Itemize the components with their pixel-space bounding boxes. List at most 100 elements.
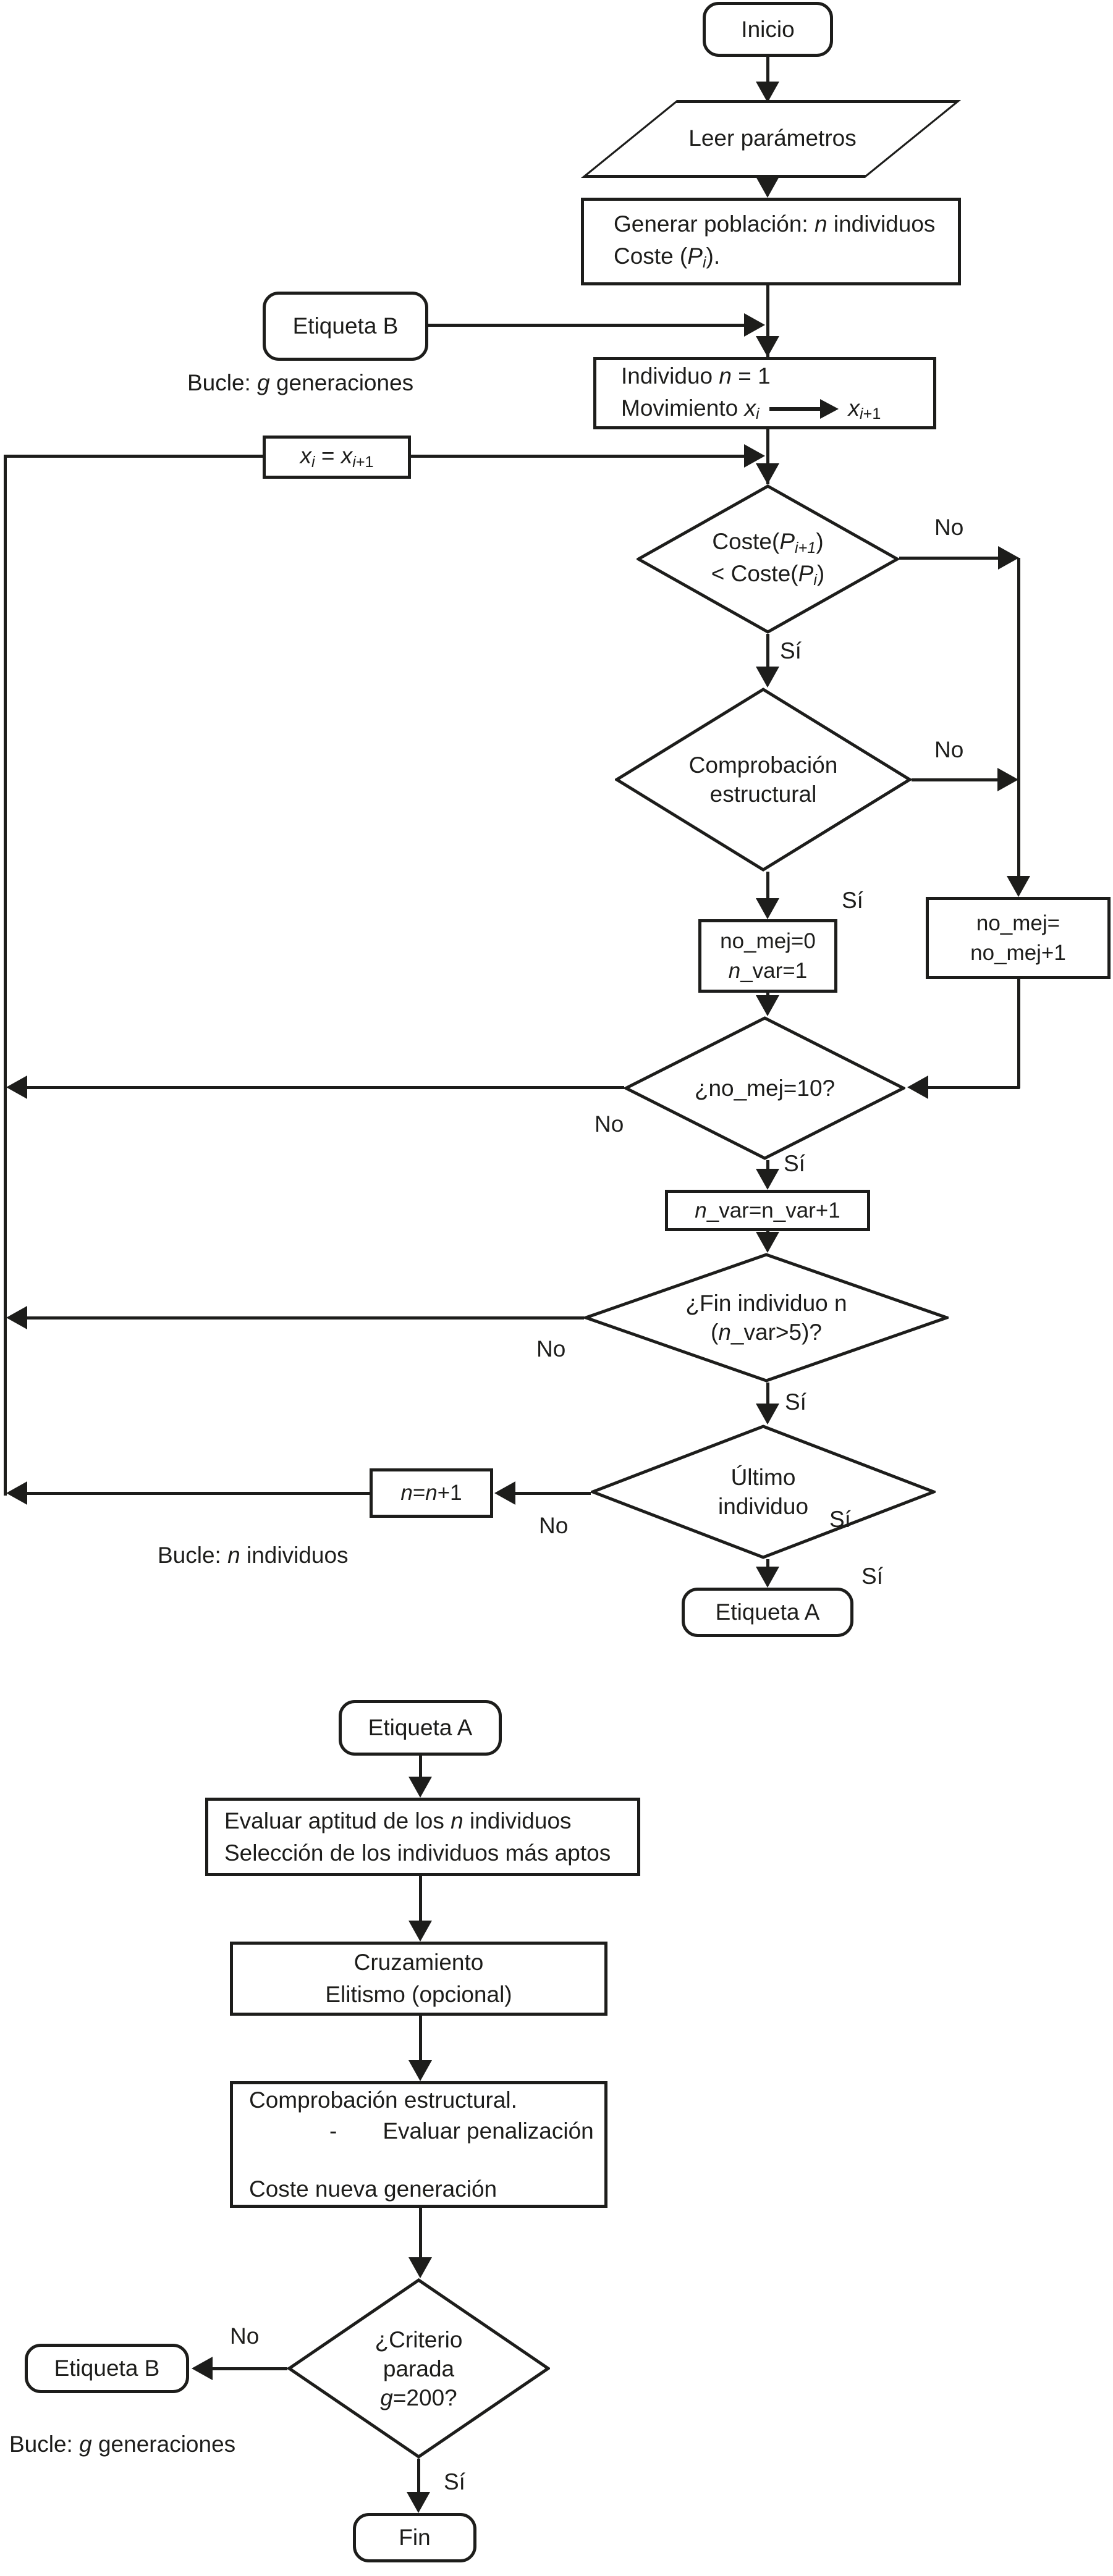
label-a-node-top: Etiqueta A	[339, 1700, 502, 1756]
diamond-shape	[591, 1425, 936, 1559]
start-label: Inicio	[741, 16, 795, 42]
flow-line	[766, 1559, 769, 1569]
edge-label-si: Sí	[842, 888, 863, 913]
flow-line	[924, 1086, 1020, 1089]
edge-label-no: No	[934, 737, 964, 762]
edge-label-no: No	[539, 1513, 569, 1538]
arrowhead-right-icon	[744, 444, 765, 468]
n-increment-node: n=n+1	[370, 1468, 493, 1518]
flow-line-right-rail	[1017, 558, 1020, 879]
movement-arrow-icon	[769, 398, 839, 419]
flow-line	[766, 872, 769, 901]
arrowhead-down-icon	[756, 898, 779, 919]
diamond-shape	[584, 1253, 949, 1383]
no-mej-decision-label: ¿no_mej=10?	[694, 1075, 836, 1101]
edge-label-si: Sí	[829, 1507, 851, 1532]
cost-decision-node: Coste(Pi+1)< Coste(Pi)	[637, 484, 899, 634]
flow-line-return-row	[411, 455, 748, 458]
edge-label-no: No	[595, 1111, 624, 1137]
label-a-text: Etiqueta A	[368, 1715, 473, 1740]
arrowhead-down-icon	[756, 1169, 779, 1190]
arrowhead-left-icon	[6, 1481, 27, 1505]
flow-line	[419, 2208, 422, 2261]
arrowhead-down-icon	[408, 1921, 432, 1942]
structural-check-penalty-label: Comprobación estructural.- Evaluar penal…	[249, 2087, 594, 2202]
flow-line	[766, 57, 769, 103]
read-params-label: Leer parámetros	[688, 125, 857, 151]
n-var-increment-label: n_var=n_var+1	[695, 1198, 840, 1223]
arrowhead-left-icon	[907, 1075, 928, 1099]
start-node: Inicio	[703, 2, 833, 57]
arrowhead-left-icon	[6, 1075, 27, 1099]
arrowhead-down-icon	[756, 336, 779, 357]
flow-line-n-inc-return	[23, 1492, 370, 1495]
flow-line	[419, 1756, 422, 1780]
flow-line-comprobacion-no	[912, 778, 1001, 781]
flow-line-no-mej-no	[23, 1086, 624, 1089]
arrowhead-left-icon	[192, 2357, 213, 2380]
flow-line-return-row	[5, 455, 263, 458]
arrowhead-right-icon	[744, 313, 765, 337]
arrowhead-down-icon	[756, 1567, 779, 1588]
label-b-text: Etiqueta B	[292, 313, 399, 339]
edge-label-no: No	[536, 1336, 566, 1362]
end-label: Fin	[399, 2525, 431, 2550]
n-var-increment-node: n_var=n_var+1	[665, 1190, 870, 1231]
flow-line-etiqueta-b-join	[428, 324, 747, 327]
diamond-shape	[615, 688, 912, 872]
label-b-text: Etiqueta B	[54, 2355, 160, 2381]
flow-line-ultimo-no	[510, 1492, 591, 1495]
edge-label-no: No	[230, 2323, 260, 2349]
xi-update-node: xi = xi+1	[263, 436, 411, 479]
flow-line	[417, 2459, 420, 2496]
edge-label-si: Sí	[780, 638, 802, 663]
flow-line-criterio-no	[210, 2367, 287, 2370]
arrowhead-down-icon	[408, 2257, 432, 2278]
diamond-shape	[287, 2278, 550, 2459]
xi-update-label: xi = xi+1	[300, 443, 374, 471]
arrowhead-left-icon	[6, 1306, 27, 1329]
n-increment-label: n=n+1	[400, 1481, 462, 1505]
edge-label-si: Sí	[861, 1564, 883, 1589]
arrowhead-down-icon	[756, 667, 779, 688]
loop-individuals-caption: Bucle: n individuos	[158, 1543, 349, 1568]
flow-line	[766, 285, 769, 357]
arrowhead-down-icon	[756, 995, 779, 1016]
loop-generations-caption-bottom: Bucle: g generaciones	[9, 2431, 236, 2457]
diamond-shape	[624, 1016, 905, 1160]
label-a-text: Etiqueta A	[715, 1599, 820, 1625]
arrowhead-left-icon	[494, 1481, 515, 1505]
flow-line	[419, 2016, 422, 2064]
flow-line-left-rail	[4, 455, 7, 1496]
flow-line	[766, 429, 769, 484]
label-a-node-bottom: Etiqueta A	[682, 1588, 853, 1637]
flow-line-fin-individuo-no	[23, 1316, 584, 1320]
no-mej-decision-node: ¿no_mej=10?	[624, 1016, 905, 1160]
end-node: Fin	[353, 2513, 476, 2562]
edge-label-si: Sí	[784, 1151, 805, 1176]
arrowhead-down-icon	[756, 177, 779, 198]
arrowhead-down-icon	[408, 1777, 432, 1798]
arrowhead-down-icon	[408, 2060, 432, 2081]
flow-line	[766, 634, 769, 670]
no-mej-increment-node: no_mej=no_mej+1	[926, 897, 1111, 979]
arrowhead-down-icon	[1007, 876, 1030, 897]
arrowhead-down-icon	[407, 2492, 430, 2513]
flow-line	[766, 1383, 769, 1407]
arrowhead-right-icon	[998, 546, 1019, 570]
arrowhead-down-icon	[756, 1404, 779, 1425]
end-individual-decision-node: ¿Fin individuo n(n_var>5)?	[584, 1253, 949, 1383]
arrowhead-down-icon	[756, 1232, 779, 1253]
